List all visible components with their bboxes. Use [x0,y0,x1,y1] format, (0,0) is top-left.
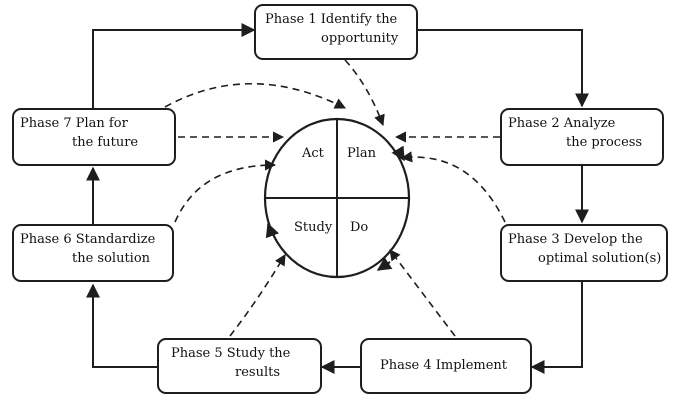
dashed-phase6-to-study [174,159,277,223]
phase-1-subtitle: opportunity [321,31,399,46]
arrow-phase3-to-phase4 [530,282,583,374]
phase-1-box: Phase 1 Identify the opportunity [254,4,418,60]
arrow-phase5-to-phase6 [86,283,157,368]
cycle-arrow-left [265,222,279,239]
phase-4-box: Phase 4 Implement [360,338,532,394]
pdsa-do-label: Do [350,220,369,235]
phase-2-subtitle: the process [566,135,643,150]
phase-5-box: Phase 5 Study the results [157,338,322,394]
phase-3-title: Phase 3 Develop the [508,232,643,247]
phase-6-title: Phase 6 Standardize [20,232,156,247]
arrow-phase1-to-phase2 [418,29,589,108]
pdsa-plan-label: Plan [347,146,377,161]
dashed-phase3-to-plan [400,151,506,223]
phase-7-box: Phase 7 Plan for the future [12,108,176,166]
phase-6-box: Phase 6 Standardize the solution [12,224,174,282]
cycle-arrow-bottom-right [376,257,393,271]
phase-2-box: Phase 2 Analyze the process [500,108,664,166]
phase-1-title: Phase 1 Identify the [265,12,398,27]
dashed-phase7-to-act-curve [164,82,346,109]
phase-4-title: Phase 4 Implement [380,358,508,373]
phase-7-subtitle: the future [72,135,139,150]
cycle-arrow-top-right [391,145,405,162]
pdsa-study-label: Study [294,220,333,235]
phase-6-subtitle: the solution [72,251,151,266]
phase-5-subtitle: results [235,365,281,380]
phase-5-title: Phase 5 Study the [171,346,291,361]
arrow-phase7-to-phase1 [92,23,256,108]
dashed-phase5-to-study [229,254,286,337]
phase-3-subtitle: optimal solution(s) [538,251,662,266]
dashed-phase4-to-do [389,249,456,337]
phase-2-title: Phase 2 Analyze [508,116,616,131]
pdsa-act-label: Act [302,146,324,161]
dashed-phase1-to-plan [344,59,385,127]
phase-7-title: Phase 7 Plan for [20,116,128,131]
phase-3-box: Phase 3 Develop the optimal solution(s) [500,224,668,282]
